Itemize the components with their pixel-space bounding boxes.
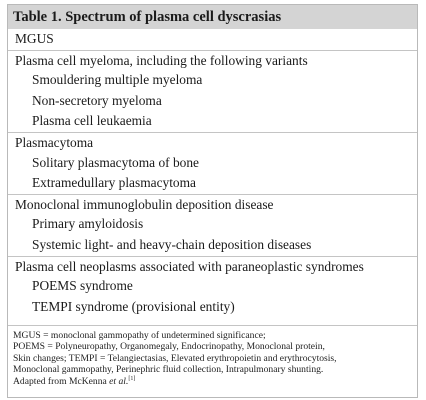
table-row: Non-secretory myeloma <box>32 92 162 108</box>
table-row: Plasmacytoma <box>8 131 417 153</box>
table-row: Plasma cell leukaemia <box>32 113 152 129</box>
table-row: Plasma cell neoplasms associated with pa… <box>8 255 417 277</box>
table-title: Table 1. Spectrum of plasma cell dyscras… <box>8 5 417 29</box>
table-footnote: MGUS = monoclonal gammopathy of undeterm… <box>8 325 417 387</box>
footnote-line: POEMS = Polyneuropathy, Organomegaly, En… <box>13 341 325 353</box>
table-row: Solitary plasmacytoma of bone <box>32 154 199 170</box>
footnote-line: Skin changes; TEMPI = Telangiectasias, E… <box>13 352 337 364</box>
table-row: MGUS <box>15 31 54 46</box>
table-row: Systemic light- and heavy-chain depositi… <box>32 236 312 252</box>
table-row: Monoclonal immunoglobulin deposition dis… <box>8 193 417 215</box>
footnote-etal: et al. <box>109 375 129 387</box>
table-body: MGUS Plasma cell myeloma, including the … <box>8 29 417 317</box>
table-row: TEMPI syndrome (provisional entity) <box>32 298 235 314</box>
table-row: Smouldering multiple myeloma <box>32 72 203 88</box>
table-row: POEMS syndrome <box>32 278 133 294</box>
table-row: Plasma cell myeloma, including the follo… <box>8 49 417 71</box>
table-row: Extramedullary plasmacytoma <box>32 175 196 191</box>
table-figure: Table 1. Spectrum of plasma cell dyscras… <box>7 4 418 398</box>
footnote-source-line: Adapted from McKenna et al.[1] <box>13 375 413 387</box>
footnote-reference: [1] <box>128 375 136 382</box>
footnote-line: Monoclonal gammopathy, Perinephric fluid… <box>13 364 324 376</box>
table-row: Primary amyloidosis <box>32 216 144 232</box>
footnote-source-text: Adapted from McKenna <box>13 375 110 387</box>
footnote-line: MGUS = monoclonal gammopathy of undeterm… <box>13 330 266 341</box>
